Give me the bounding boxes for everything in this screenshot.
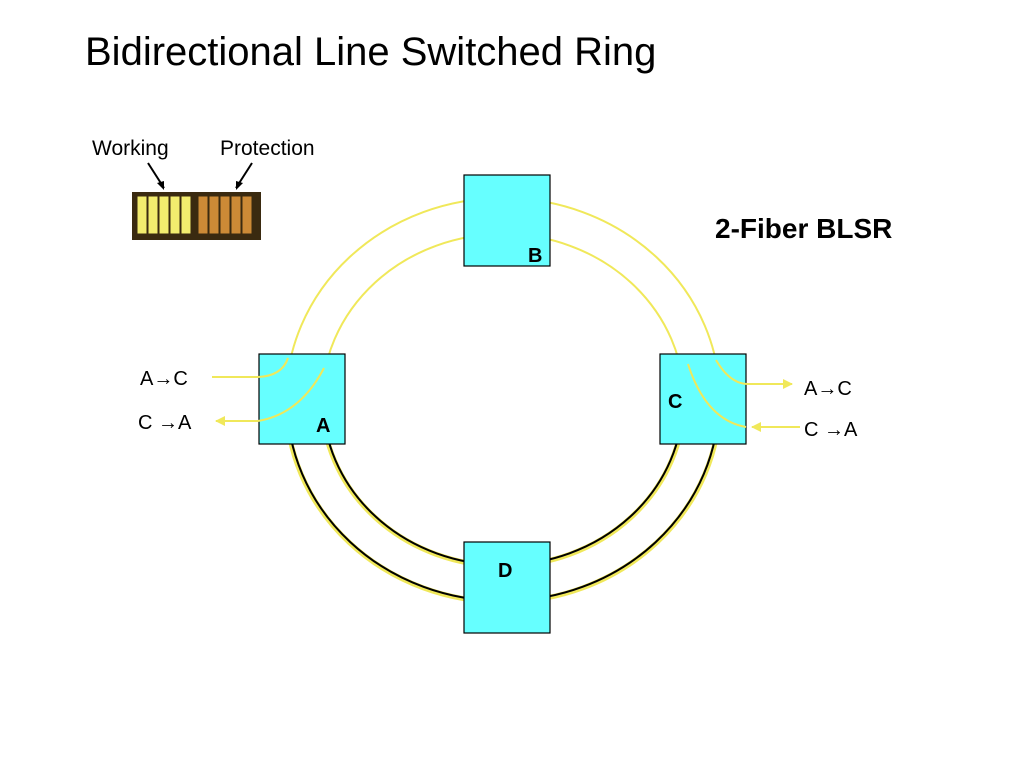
node-d: D — [463, 541, 551, 634]
legend: Working Protection — [92, 137, 315, 240]
legend-working-label: Working — [92, 137, 169, 160]
ring-type-label: 2-Fiber BLSR — [715, 213, 892, 244]
page-title: Bidirectional Line Switched Ring — [85, 30, 657, 74]
node-a-label: A — [316, 415, 330, 437]
node-c-traffic-paths — [687, 359, 800, 432]
node-c-incoming-label: C →A — [804, 419, 858, 441]
node-d-label: D — [498, 560, 512, 582]
inner-fiber-lower — [322, 399, 684, 566]
node-a-outgoing-label: A→C — [140, 368, 188, 390]
node-c-label: C — [668, 391, 682, 413]
node-a-traffic-paths — [212, 357, 325, 426]
node-c: C — [659, 353, 747, 445]
legend-protection-label: Protection — [220, 137, 315, 160]
protection-channels — [197, 195, 253, 235]
node-b-label: B — [528, 245, 542, 267]
protection-arrowhead — [236, 181, 243, 190]
node-b: B — [463, 174, 551, 267]
inner-fiber-lower-glow — [319, 399, 687, 569]
node-c-outgoing-label: A→C — [804, 378, 852, 400]
node-a-incoming-label: C →A — [138, 412, 192, 434]
working-arrowhead — [157, 181, 164, 190]
working-channels — [136, 195, 192, 235]
